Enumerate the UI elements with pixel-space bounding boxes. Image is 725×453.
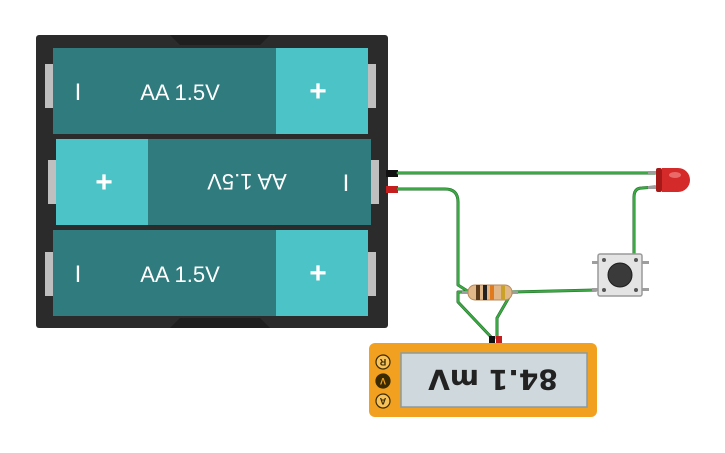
wire-button-to-led[interactable] xyxy=(632,185,657,257)
cell-label: AA 1.5V xyxy=(140,80,220,105)
cell-minus-sign: I xyxy=(75,261,82,288)
battery-lead-positive[interactable] xyxy=(386,186,398,193)
pushbutton-leg xyxy=(641,261,649,264)
pushbutton-corner xyxy=(634,258,638,262)
led-lead xyxy=(648,186,658,189)
terminal-contact xyxy=(368,252,376,296)
terminal-contact xyxy=(368,64,376,108)
holder-top-notch xyxy=(170,35,270,45)
cell-plus-end xyxy=(276,48,368,134)
cell-label: AA 1.5V xyxy=(140,262,220,287)
cell-plus-sign: + xyxy=(95,166,113,199)
resistor-band xyxy=(483,285,487,300)
terminal-contact xyxy=(45,252,53,296)
multimeter-probe-port-negative[interactable] xyxy=(489,336,495,346)
pushbutton-corner xyxy=(602,288,606,292)
cell-plus-sign: + xyxy=(309,75,327,108)
multimeter[interactable]: 84.1 mV R V A xyxy=(369,336,597,417)
led-highlight xyxy=(669,172,681,178)
terminal-contact xyxy=(48,160,56,204)
pushbutton-corner xyxy=(634,288,638,292)
cell-minus-sign: I xyxy=(75,79,82,106)
multimeter-reading: 84.1 mV xyxy=(428,363,558,396)
battery-pack[interactable]: I AA 1.5V + + AA 1.5V I I AA 1.5V + xyxy=(36,35,398,328)
holder-bottom-notch xyxy=(170,318,270,328)
cell-body xyxy=(53,48,276,134)
pushbutton-leg xyxy=(592,288,600,291)
multimeter-probe-port-positive[interactable] xyxy=(496,336,502,346)
battery-cell-2[interactable]: + AA 1.5V I xyxy=(48,139,379,225)
pushbutton-leg xyxy=(641,288,649,291)
cell-body xyxy=(53,230,276,316)
mode-v-label: V xyxy=(380,376,386,386)
led[interactable] xyxy=(648,168,690,192)
resistor-band xyxy=(476,285,480,300)
resistor[interactable] xyxy=(462,284,518,301)
mode-r-label: R xyxy=(379,357,386,367)
terminal-contact xyxy=(371,160,379,204)
cell-plus-end xyxy=(56,139,148,225)
led-dome xyxy=(662,168,690,192)
cell-body xyxy=(148,139,371,225)
battery-cell-1[interactable]: I AA 1.5V + xyxy=(45,48,376,134)
cell-plus-sign: + xyxy=(309,257,327,290)
multimeter-display xyxy=(400,352,588,408)
resistor-band xyxy=(490,285,494,300)
multimeter-mode-selector[interactable]: R V A xyxy=(375,354,391,409)
led-rim xyxy=(656,168,662,192)
pushbutton-corner xyxy=(602,258,606,262)
pushbutton-cap[interactable] xyxy=(607,262,633,288)
mode-v-button[interactable] xyxy=(375,373,391,389)
mode-a-button[interactable] xyxy=(375,393,391,409)
cell-minus-sign: I xyxy=(343,170,350,197)
led-lead xyxy=(648,171,658,174)
pushbutton-leg xyxy=(592,261,600,264)
resistor-band xyxy=(501,285,505,300)
cell-label: AA 1.5V xyxy=(207,169,287,194)
cell-plus-end xyxy=(276,230,368,316)
battery-cell-3[interactable]: I AA 1.5V + xyxy=(45,230,376,316)
battery-lead-negative[interactable] xyxy=(386,170,398,177)
mode-a-label: A xyxy=(379,396,386,406)
pushbutton[interactable] xyxy=(592,253,649,297)
terminal-contact xyxy=(45,64,53,108)
mode-r-button[interactable] xyxy=(375,354,391,370)
